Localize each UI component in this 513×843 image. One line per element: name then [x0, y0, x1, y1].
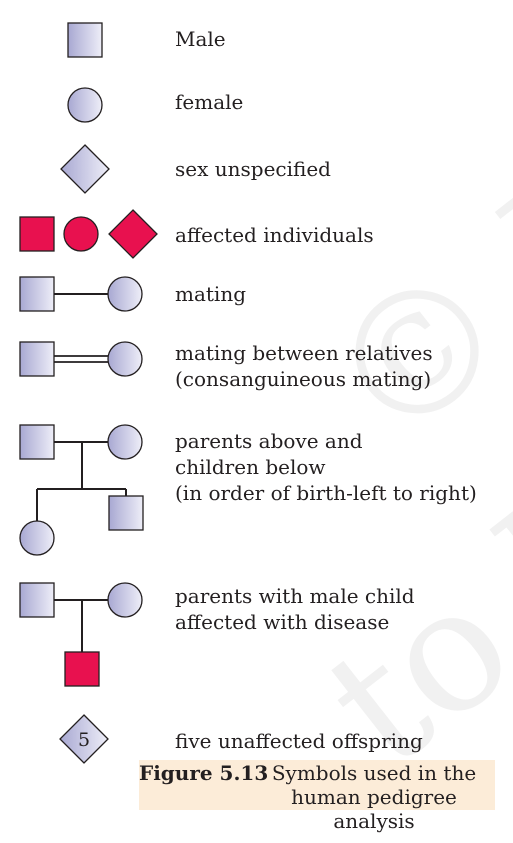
mating-female-symbol	[107, 276, 143, 312]
affected-male-symbol	[19, 216, 55, 252]
affected-unspecified-symbol	[108, 209, 158, 259]
female-symbol	[67, 87, 103, 123]
male-label: Male	[175, 27, 226, 51]
relatives-label: mating between relatives (consanguineous…	[175, 341, 433, 391]
child-female-symbol	[19, 520, 55, 556]
parents-female-symbol	[107, 424, 143, 460]
female-label: female	[175, 90, 244, 114]
parents-male-symbol	[19, 424, 55, 460]
relatives-female-symbol	[107, 341, 143, 377]
figure-title: Symbols used in the human pedigree analy…	[271, 761, 477, 833]
mating-label: mating	[175, 282, 247, 306]
figure-caption: Figure 5.13 Symbols used in the human pe…	[139, 760, 495, 833]
figure-label: Figure 5.13	[139, 761, 269, 785]
affected-parents-male-symbol	[19, 582, 55, 618]
caption-background-left	[139, 760, 147, 810]
mating-male-symbol	[19, 276, 55, 312]
affected-child-male-symbol	[64, 651, 100, 687]
affected-child-label: parents with male child affected with di…	[175, 584, 415, 634]
offspring-count: 5	[78, 729, 90, 751]
unspecified-symbol	[60, 144, 110, 194]
child-male-symbol	[108, 495, 144, 531]
unspecified-label: sex unspecified	[175, 157, 331, 181]
offspring-diamond-symbol	[59, 714, 109, 764]
affected-label: affected individuals	[175, 223, 374, 247]
affected-parents-female-symbol	[107, 582, 143, 618]
offspring-label: five unaffected offspring	[175, 729, 423, 753]
relatives-male-symbol	[19, 341, 55, 377]
parents-label: parents above and children below (in ord…	[175, 429, 477, 505]
affected-female-symbol	[63, 216, 99, 252]
male-symbol	[67, 22, 103, 58]
